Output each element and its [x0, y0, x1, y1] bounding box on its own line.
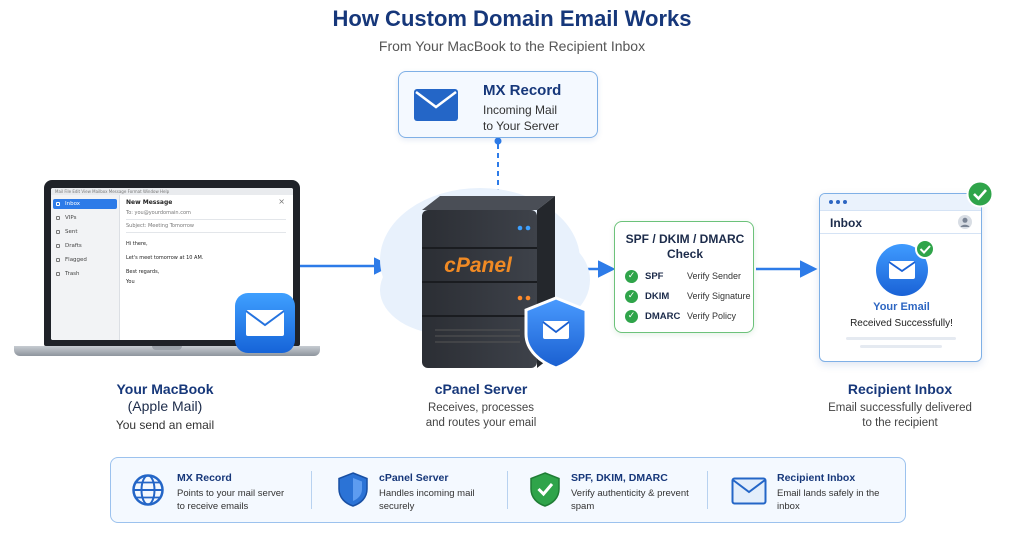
inbox-header: Inbox	[830, 216, 862, 230]
legend-panel: MX Record Points to your mail server to …	[110, 457, 906, 523]
mail-sidebar: Inbox VIPs Sent Drafts Flagged Trash	[51, 195, 120, 340]
received-status: Received Successfully!	[850, 318, 953, 329]
envelope-icon	[731, 477, 767, 505]
body-line: Best regards,	[126, 269, 160, 275]
body-line: Hi there,	[126, 241, 148, 247]
sidebar-item-label: Sent	[65, 229, 78, 235]
mx-record-line2: to Your Server	[483, 119, 560, 133]
sidebar-item-label: Trash	[65, 271, 80, 277]
shield-envelope-icon	[524, 296, 588, 370]
close-icon[interactable]: ×	[278, 197, 285, 206]
sidebar-item-sent[interactable]: Sent	[53, 227, 117, 237]
dmarc-row: ✓ DMARC Verify Policy	[625, 310, 753, 324]
legend-divider	[707, 471, 708, 509]
check-key: DMARC	[645, 311, 681, 322]
body-line: Let's meet tomorrow at 10 AM.	[126, 255, 204, 261]
server-label-title: cPanel Server	[434, 381, 528, 397]
cpanel-logo: cPanel	[444, 254, 513, 277]
subject-field[interactable]: Subject: Meeting Tomorrow	[126, 222, 286, 233]
legend-divider	[507, 471, 508, 509]
check-key: SPF	[645, 271, 664, 282]
inbox-label-line2: to the recipient	[862, 417, 938, 429]
inbox-label-line1: Email successfully delivered	[828, 402, 972, 414]
legend-item-cpanel: cPanel Server Handles incoming mail secu…	[337, 458, 507, 522]
window-titlebar	[820, 194, 981, 211]
mx-record-line1: Incoming Mail	[483, 103, 558, 117]
legend-title: Recipient Inbox	[777, 472, 856, 484]
shield-check-icon	[530, 472, 560, 507]
macbook-label-text: You send an email	[115, 418, 215, 432]
mx-record-card: MX Record Incoming Mail to Your Server	[398, 71, 598, 138]
avatar-icon[interactable]	[958, 215, 972, 229]
legend-divider	[311, 471, 312, 509]
legend-desc: Handles incoming mail	[379, 488, 475, 499]
auth-check-title: SPF / DKIM / DMARC	[625, 232, 745, 246]
mx-connector-dot	[494, 137, 502, 145]
page-subtitle: From Your MacBook to the Recipient Inbox	[378, 38, 646, 54]
legend-desc: Verify authenticity & prevent	[571, 488, 689, 499]
sidebar-item-vips[interactable]: VIPs	[53, 213, 117, 223]
inbox-label-title: Recipient Inbox	[847, 381, 953, 397]
laptop-notch	[152, 346, 182, 350]
placeholder-line	[846, 337, 956, 340]
dkim-row: ✓ DKIM Verify Signature	[625, 290, 753, 304]
placeholder-line	[860, 345, 942, 348]
legend-desc: to receive emails	[177, 501, 249, 512]
server-label-line2: and routes your email	[425, 417, 537, 429]
email-received-icon	[876, 239, 934, 296]
legend-desc: Email lands safely in the	[777, 488, 880, 499]
legend-title: cPanel Server	[379, 472, 449, 484]
legend-desc: Points to your mail server	[177, 488, 285, 499]
sidebar-item-label: Drafts	[65, 243, 82, 249]
your-email-label: Your Email	[873, 301, 930, 313]
globe-icon	[132, 474, 164, 506]
sidebar-item-label: VIPs	[65, 215, 77, 221]
sidebar-item-drafts[interactable]: Drafts	[53, 241, 117, 251]
check-icon: ✓	[625, 290, 638, 303]
legend-item-inbox: Recipient Inbox Email lands safely in th…	[731, 458, 901, 522]
sidebar-item-label: Flagged	[65, 257, 87, 263]
macbook-label-subtitle: (Apple Mail)	[127, 398, 203, 414]
laptop-base	[14, 346, 320, 356]
body-line: You	[126, 279, 135, 285]
sidebar-item-label: Inbox	[65, 201, 81, 207]
compose-title: New Message	[126, 199, 173, 206]
shield-icon	[338, 472, 368, 507]
server-label-line1: Receives, processes	[427, 402, 535, 414]
server-illustration: cPanel	[380, 188, 590, 370]
check-key: DKIM	[645, 291, 670, 302]
legend-desc: inbox	[777, 501, 800, 512]
page-title: How Custom Domain Email Works	[332, 6, 692, 31]
success-check-icon	[966, 180, 994, 208]
check-value: Verify Signature	[687, 291, 751, 301]
sidebar-item-trash[interactable]: Trash	[53, 269, 117, 279]
auth-check-subtitle: Check	[666, 247, 704, 261]
auth-check-card: SPF / DKIM / DMARC Check ✓ SPF Verify Se…	[614, 221, 754, 333]
legend-desc: spam	[571, 501, 595, 512]
legend-desc: securely	[379, 501, 415, 512]
legend-title: MX Record	[177, 472, 232, 484]
legend-item-auth: SPF, DKIM, DMARC Verify authenticity & p…	[529, 458, 709, 522]
check-value: Verify Policy	[687, 311, 737, 321]
to-field[interactable]: To: you@yourdomain.com	[126, 209, 286, 220]
apple-mail-window: Mail File Edit View Mailbox Message Form…	[51, 188, 293, 340]
menu-bar: Mail File Edit View Mailbox Message Form…	[51, 188, 293, 195]
sidebar-item-flagged[interactable]: Flagged	[53, 255, 117, 265]
check-value: Verify Sender	[687, 271, 742, 281]
check-icon: ✓	[625, 310, 638, 323]
server-rack	[422, 210, 537, 368]
mail-app-icon	[235, 293, 295, 353]
macbook-label-title: Your MacBook	[116, 381, 214, 397]
legend-item-mx: MX Record Points to your mail server to …	[131, 458, 311, 522]
envelope-icon	[414, 89, 458, 121]
sidebar-item-inbox[interactable]: Inbox	[53, 199, 117, 209]
compose-window: New Message × To: you@yourdomain.com Sub…	[120, 195, 293, 340]
spf-row: ✓ SPF Verify Sender	[625, 270, 753, 284]
legend-title: SPF, DKIM, DMARC	[571, 472, 668, 484]
mx-record-title: MX Record	[483, 82, 562, 99]
recipient-inbox-card: Inbox Your Email Received Successfully!	[819, 193, 982, 362]
check-icon: ✓	[625, 270, 638, 283]
